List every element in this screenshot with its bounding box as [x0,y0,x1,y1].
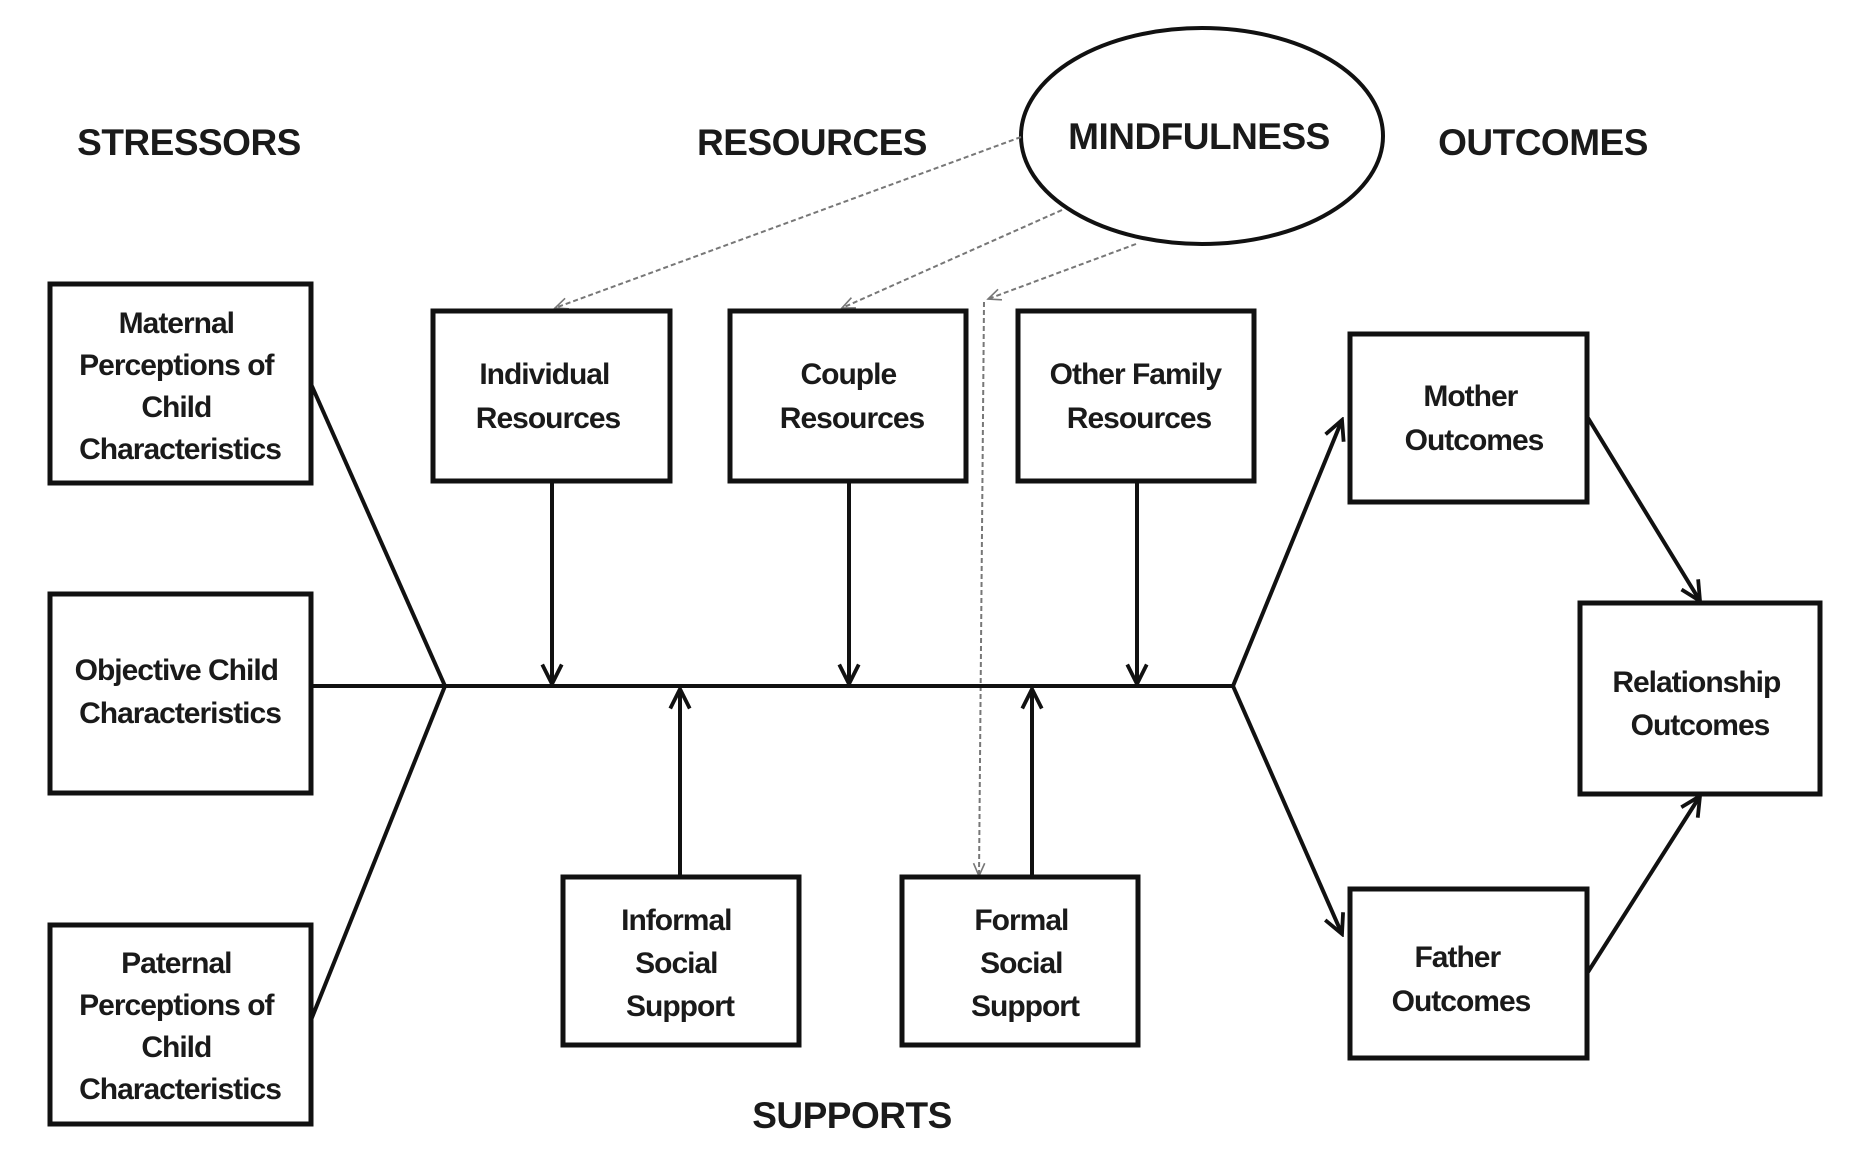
heading-supports: SUPPORTS [752,1095,952,1136]
arrow-spine-to-father [1231,685,1342,934]
line: Perceptions of [79,349,275,382]
dashed-arrow-mindfulness-to-couple [842,209,1063,309]
box-objective [47,591,314,796]
mindfulness-node: MINDFULNESS [1019,26,1385,246]
node-maternal-perceptions: Maternal Perceptions of Child Characteri… [47,281,314,486]
node-father-outcomes: Father Outcomes [1347,886,1590,1061]
mindfulness-ellipse [1019,26,1385,246]
box-couple [727,308,969,484]
node-individual-resources: Individual Resources [430,308,673,484]
line: Support [626,990,735,1023]
box-maternal [47,281,314,486]
arrow-father-to-relationship [1586,796,1700,974]
heading-resources: RESOURCES [697,122,927,163]
line: Resources [780,402,925,435]
dashed-arrow-mindfulness-to-individual [555,136,1022,308]
line: Formal [974,904,1068,937]
line: Mother [1423,380,1518,413]
line: Child [141,1031,211,1064]
node-formal-social-support: Formal Social Support [899,874,1141,1048]
node-text: Mother Outcomes [1405,380,1544,457]
box-paternal [47,922,314,1127]
node-text: Individual Resources [476,358,621,435]
box-mother [1347,331,1590,505]
line: Other Family [1050,358,1223,391]
line: Outcomes [1392,985,1531,1018]
line: Child [141,391,211,424]
line: Characteristics [79,433,281,466]
line: Outcomes [1405,424,1544,457]
line: Resources [476,402,621,435]
node-objective-child: Objective Child Characteristics [47,591,314,796]
node-text: Informal Social Support [621,904,739,1023]
node-text: Objective Child Characteristics [75,654,286,730]
node-text: Maternal Perceptions of Child Characteri… [79,307,281,466]
line: Individual [479,358,609,391]
line: Perceptions of [79,989,275,1022]
box-relationship [1577,600,1823,797]
node-paternal-perceptions: Paternal Perceptions of Child Characteri… [47,922,314,1127]
mindfulness-label: MINDFULNESS [1068,116,1330,157]
line-maternal-to-spine [309,383,447,687]
line: Social [635,947,717,980]
node-text: Paternal Perceptions of Child Characteri… [79,947,281,1106]
line: Characteristics [79,697,281,730]
heading-stressors: STRESSORS [77,122,301,163]
line: Characteristics [79,1073,281,1106]
line: Relationship [1612,666,1781,699]
node-text: Formal Social Support [971,904,1080,1023]
line: Couple [800,358,896,391]
line: Paternal [121,947,231,980]
box-informal [560,874,802,1048]
line-paternal-to-spine [309,685,447,1021]
line: Father [1414,941,1501,974]
box-other-family [1015,308,1257,484]
line: Informal [621,904,731,937]
node-couple-resources: Couple Resources [727,308,969,484]
node-relationship-outcomes: Relationship Outcomes [1577,600,1823,797]
line: Objective Child [75,654,278,687]
dashed-arrow-mindfulness-to-formal [979,301,984,876]
line: Social [980,947,1062,980]
dashed-arrow-mindfulness-to-formal-head [988,243,1137,299]
node-other-family-resources: Other Family Resources [1015,308,1257,484]
box-father [1347,886,1590,1061]
node-text: Father Outcomes [1392,941,1531,1018]
node-mother-outcomes: Mother Outcomes [1347,331,1590,505]
line: Maternal [119,307,234,340]
arrow-mother-to-relationship [1586,416,1700,601]
node-text: Other Family Resources [1050,358,1229,435]
box-formal [899,874,1141,1048]
arrow-spine-to-mother [1231,420,1342,687]
line: Outcomes [1631,709,1770,742]
line: Resources [1067,402,1212,435]
node-informal-social-support: Informal Social Support [560,874,802,1048]
box-individual [430,308,673,484]
line: Support [971,990,1080,1023]
node-text: Relationship Outcomes [1612,666,1787,742]
heading-outcomes: OUTCOMES [1438,122,1648,163]
node-text: Couple Resources [780,358,925,435]
